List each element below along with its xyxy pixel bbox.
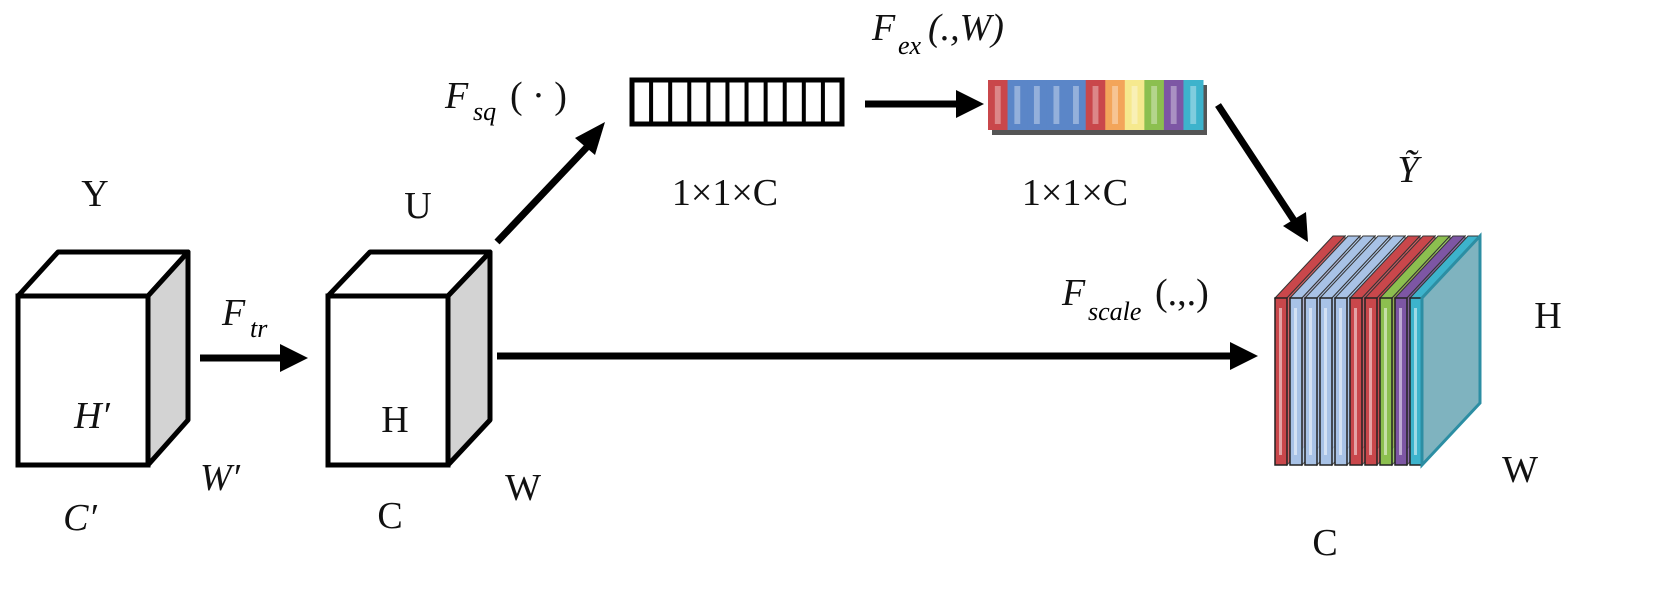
svg-text:scale: scale xyxy=(1088,297,1141,326)
svg-text:(.,W): (.,W) xyxy=(928,7,1004,49)
squeeze-arrow xyxy=(494,143,591,245)
vector2-cell-highlight xyxy=(1112,86,1118,124)
vector2-cell-highlight xyxy=(1151,86,1158,124)
svg-text:F: F xyxy=(221,292,246,334)
output-slab-highlight xyxy=(1324,308,1327,455)
vector2-cell-highlight xyxy=(1170,86,1177,124)
vector2-cell xyxy=(1144,80,1165,130)
input-channel-label: C′ xyxy=(63,497,97,539)
vector2-cell xyxy=(1046,80,1067,130)
output-slab-highlight xyxy=(1309,308,1312,455)
output-top-label: Ỹ xyxy=(1397,149,1422,191)
squeezed-vector xyxy=(629,77,845,127)
vector2-cell xyxy=(1124,80,1145,130)
vector2-cell-highlight xyxy=(1092,86,1099,124)
vector2-cell xyxy=(1183,80,1204,130)
skip-connection-arrowhead xyxy=(1230,342,1258,370)
vector2-cell-highlight xyxy=(1190,86,1197,124)
vector2-cell xyxy=(1163,80,1184,130)
scale-weights-arrowhead xyxy=(1283,212,1308,242)
output-slab-highlight xyxy=(1354,308,1357,455)
output-slab-highlight xyxy=(1369,308,1372,455)
output-height-label: H xyxy=(1534,295,1561,337)
u-channel-label: C xyxy=(377,495,402,537)
f-ex-operator: F ex (.,W) xyxy=(871,7,1004,60)
f-tr-arrowhead xyxy=(280,344,308,372)
svg-text:F: F xyxy=(871,7,896,49)
squeeze-arrowhead xyxy=(575,122,605,155)
input-width-label: W′ xyxy=(200,457,241,499)
svg-text:tr: tr xyxy=(250,314,268,343)
vector2-cell xyxy=(1085,80,1106,130)
vector2-cell-highlight xyxy=(1033,86,1040,124)
excitation-arrowhead xyxy=(956,90,984,118)
u-height-label: H xyxy=(381,399,408,441)
vector1-frame xyxy=(629,77,845,127)
svg-text:(.,.): (.,.) xyxy=(1155,272,1209,314)
input-cube xyxy=(15,249,191,468)
output-slab-highlight xyxy=(1279,308,1282,455)
output-width-label: W xyxy=(1502,449,1538,491)
output-slab-highlight xyxy=(1339,308,1342,455)
feature-cube-u xyxy=(325,249,493,468)
vector2-cell xyxy=(1066,80,1087,130)
output-slab-highlight xyxy=(1294,308,1297,455)
vector2-cell-highlight xyxy=(1131,86,1138,124)
svg-text:F: F xyxy=(444,75,469,117)
input-height-label: H′ xyxy=(73,395,110,437)
vector2-dimension-label: 1×1×C xyxy=(1022,172,1128,214)
vector2-cell xyxy=(1105,80,1126,130)
output-feature-stack xyxy=(1273,232,1482,469)
svg-text:ex: ex xyxy=(898,31,922,60)
excitation-vector xyxy=(988,80,1207,135)
output-slab-highlight xyxy=(1384,308,1387,455)
vector2-cell-highlight xyxy=(994,86,1001,124)
scale-weights-arrow xyxy=(1215,103,1298,224)
f-sq-operator: F sq ( · ) xyxy=(444,75,567,126)
vector2-cell xyxy=(1007,80,1028,130)
vector2-cell-highlight xyxy=(1073,86,1079,124)
output-slab-highlight xyxy=(1399,308,1402,455)
svg-text:( · ): ( · ) xyxy=(510,75,567,117)
input-top-label: Y xyxy=(81,173,108,215)
output-stack-back-face xyxy=(1420,232,1482,469)
f-scale-operator: F scale (.,.) xyxy=(1061,272,1209,326)
svg-text:F: F xyxy=(1061,272,1086,314)
vector2-cell xyxy=(988,80,1009,130)
f-tr-operator: F tr xyxy=(221,292,268,343)
output-channel-label: C xyxy=(1312,522,1337,564)
svg-text:sq: sq xyxy=(473,97,496,126)
vector2-cell-highlight xyxy=(1014,86,1021,124)
vector1-dimension-label: 1×1×C xyxy=(672,172,778,214)
u-width-label: W xyxy=(505,467,541,509)
u-top-label: U xyxy=(404,185,431,227)
vector2-cell xyxy=(1027,80,1048,130)
vector2-cell-highlight xyxy=(1053,86,1060,124)
output-slab-highlight xyxy=(1414,308,1417,455)
